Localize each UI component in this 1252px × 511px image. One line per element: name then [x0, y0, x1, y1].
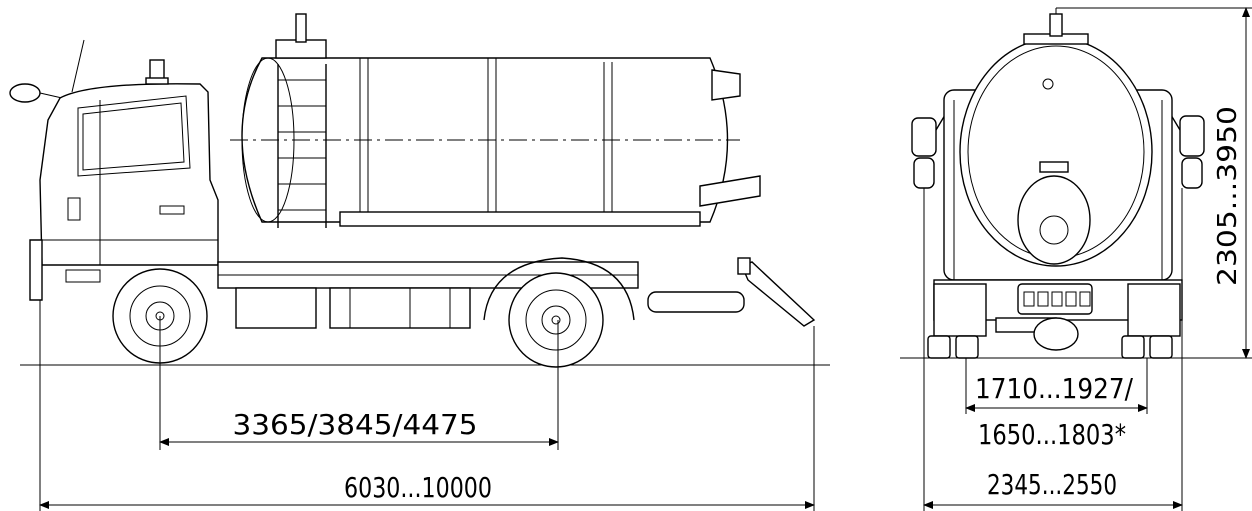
overall-height-label: 2305...3950	[1213, 106, 1243, 286]
overall-length-dimension	[39, 300, 815, 511]
overall-width-label: 2345...2550	[987, 468, 1117, 501]
track-label-line2: 1650...1803*	[978, 418, 1126, 451]
track-dimension	[965, 358, 1148, 414]
overall-width-dimension	[923, 188, 1183, 511]
wheelbase-label: 3365/3845/4475	[233, 408, 478, 441]
track-label-line1: 1710...1927/	[975, 372, 1133, 405]
side-view-truck	[9, 13, 830, 368]
wheelbase-dimension	[159, 316, 559, 450]
rear-view-truck	[900, 7, 1252, 359]
overall-length-label: 6030...10000	[344, 471, 492, 504]
